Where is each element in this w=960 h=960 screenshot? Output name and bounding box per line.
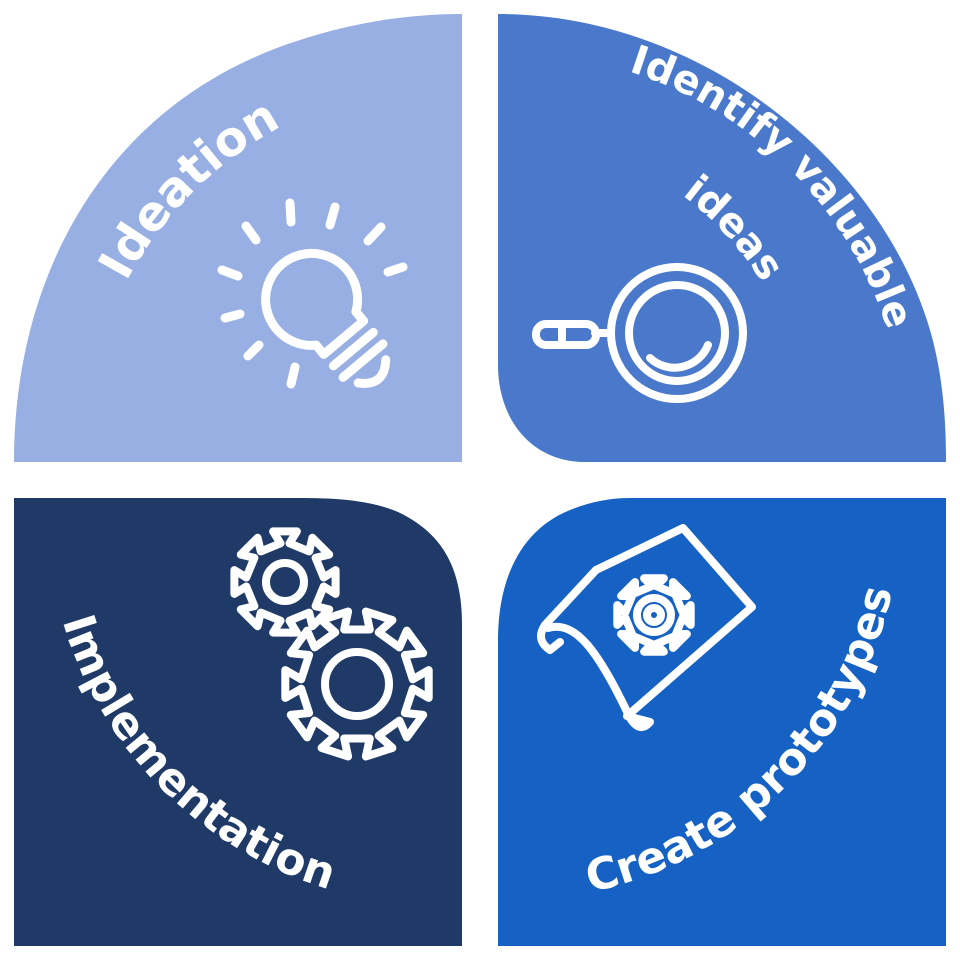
gears-icon [230,527,433,761]
blueprint-gear-icon [537,524,756,732]
quadrant-prototypes [498,498,946,946]
magnifying-glass-icon [532,263,747,403]
lightbulb-icon [217,198,408,389]
quadrant-ideation [14,14,462,462]
